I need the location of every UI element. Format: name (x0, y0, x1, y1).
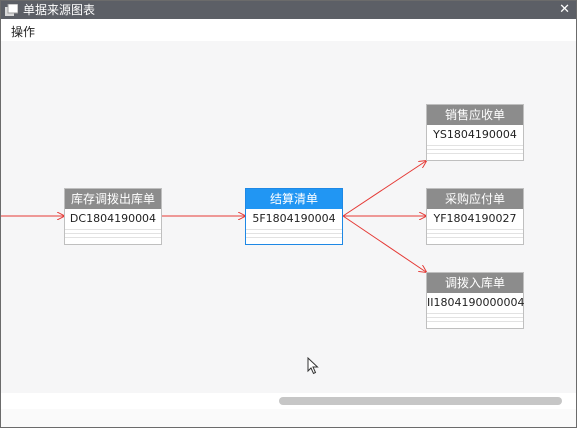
node-code: YS1804190004 (433, 128, 517, 141)
node-title: 库存调拨出库单 (65, 189, 161, 209)
node-settlement[interactable]: 结算清单 5F1804190004 (245, 188, 343, 245)
scrollbar-thumb[interactable] (279, 397, 562, 405)
footer-area (1, 409, 576, 427)
node-receivable[interactable]: 销售应收单 YS1804190004 (426, 104, 524, 161)
node-code: YF1804190027 (433, 212, 517, 225)
horizontal-scrollbar[interactable] (1, 393, 576, 409)
node-code: DC1804190004 (69, 212, 157, 225)
menu-bar: 操作 (1, 19, 576, 41)
node-title: 结算清单 (246, 189, 342, 209)
node-code: II1804190000004 (427, 296, 525, 309)
edge-settlement-to-receivable (342, 161, 426, 217)
node-title: 销售应收单 (427, 105, 523, 125)
node-payable[interactable]: 采购应付单 YF1804190027 (426, 188, 524, 245)
node-transfer-out[interactable]: 库存调拨出库单 DC1804190004 (64, 188, 162, 245)
title-bar: 单据来源图表 ✕ (1, 1, 576, 19)
menu-item-operation[interactable]: 操作 (11, 25, 36, 39)
window-icon (5, 4, 18, 16)
close-icon[interactable]: ✕ (559, 2, 570, 17)
node-transfer-in[interactable]: 调拨入库单 II1804190000004 (426, 272, 524, 329)
node-title: 采购应付单 (427, 189, 523, 209)
flow-edges (1, 41, 576, 393)
diagram-canvas: 库存调拨出库单 DC1804190004 结算清单 5F1804190004 销… (1, 41, 576, 393)
edge-settlement-to-transfer-in (342, 215, 426, 272)
window-title: 单据来源图表 (23, 3, 96, 17)
mouse-pointer-icon (307, 357, 319, 375)
node-code: 5F1804190004 (252, 212, 336, 225)
node-title: 调拨入库单 (427, 273, 523, 293)
